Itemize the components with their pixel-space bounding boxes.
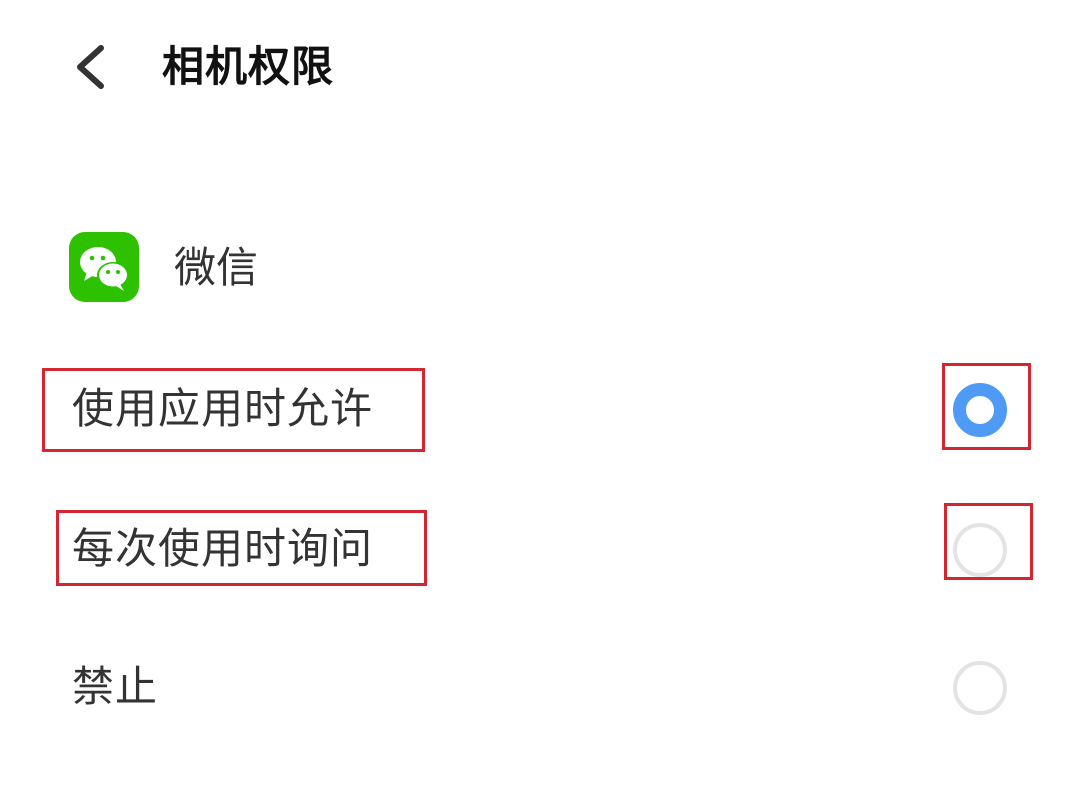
back-button[interactable]: [68, 40, 118, 92]
option-deny[interactable]: 禁止: [0, 638, 1080, 738]
option-ask-every-time[interactable]: 每次使用时询问: [0, 500, 1080, 600]
radio-unselected[interactable]: [953, 523, 1007, 577]
top-bar: 相机权限: [0, 0, 1080, 135]
option-label: 使用应用时允许: [72, 384, 374, 433]
radio-unselected[interactable]: [953, 661, 1007, 715]
option-label: 每次使用时询问: [72, 524, 374, 573]
option-allow-while-using[interactable]: 使用应用时允许: [0, 360, 1080, 460]
app-info: 微信: [0, 225, 1080, 307]
app-name: 微信: [174, 243, 259, 292]
option-label: 禁止: [72, 662, 159, 711]
wechat-icon: [69, 232, 139, 302]
chevron-left-icon: [77, 45, 104, 89]
page-title: 相机权限: [162, 42, 335, 91]
radio-selected[interactable]: [953, 383, 1007, 437]
